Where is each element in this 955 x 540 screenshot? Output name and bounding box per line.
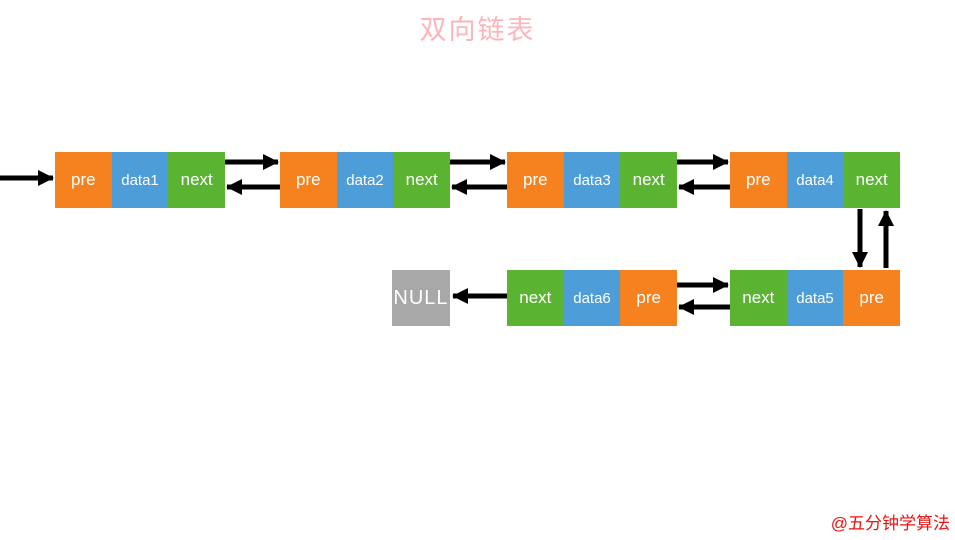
next-pointer-cell: next <box>168 152 226 208</box>
next-pointer-cell: next <box>507 270 564 326</box>
data-cell: data2 <box>336 152 394 208</box>
node-data5: next data5 pre <box>730 270 901 326</box>
author-watermark: @五分钟学算法 <box>830 514 950 533</box>
pre-pointer-cell: pre <box>55 152 112 208</box>
data-cell: data4 <box>786 152 844 208</box>
next-pointer-cell: next <box>620 152 678 208</box>
node-data3: pre data3 next <box>507 152 678 208</box>
next-pointer-cell: next <box>730 270 787 326</box>
null-terminator: NULL <box>392 270 450 326</box>
pre-pointer-cell: pre <box>280 152 337 208</box>
data-cell: data6 <box>563 270 621 326</box>
node-data2: pre data2 next <box>280 152 451 208</box>
node-data4: pre data4 next <box>730 152 901 208</box>
next-pointer-cell: next <box>393 152 451 208</box>
diagram-title: 双向链表 <box>419 15 536 45</box>
data-cell: data5 <box>786 270 844 326</box>
node-data6: next data6 pre <box>507 270 678 326</box>
pre-pointer-cell: pre <box>507 152 564 208</box>
pre-pointer-cell: pre <box>843 270 901 326</box>
data-cell: data1 <box>111 152 169 208</box>
next-pointer-cell: next <box>843 152 901 208</box>
data-cell: data3 <box>563 152 621 208</box>
node-data1: pre data1 next <box>55 152 226 208</box>
pre-pointer-cell: pre <box>730 152 787 208</box>
pre-pointer-cell: pre <box>620 270 678 326</box>
